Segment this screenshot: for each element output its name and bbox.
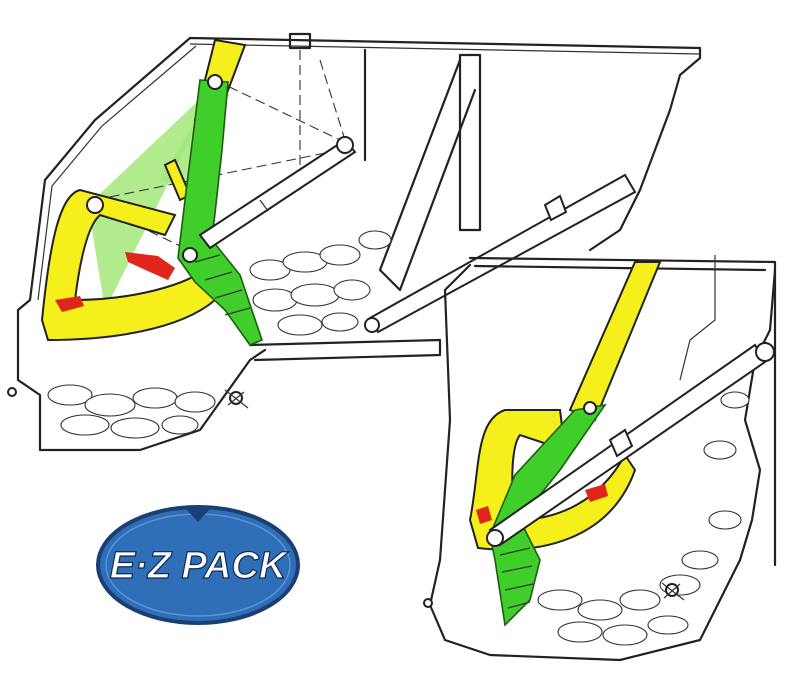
hinge-knob bbox=[7, 387, 17, 397]
logo-emblem bbox=[186, 509, 210, 522]
tailgate-latch bbox=[224, 389, 249, 409]
red-linkage-part bbox=[125, 252, 175, 280]
pivot-pin bbox=[207, 74, 223, 90]
hopper-body-outline bbox=[16, 36, 702, 452]
sweep-path-highlight bbox=[88, 85, 230, 310]
ez-pack-logo: E·Z PACK bbox=[96, 505, 300, 625]
right-wall-profile bbox=[738, 268, 777, 562]
right-bulkhead bbox=[679, 255, 716, 381]
bulkhead-diagonal bbox=[378, 58, 477, 292]
tailgate-latch bbox=[661, 582, 685, 601]
pivot-pin bbox=[182, 247, 198, 263]
red-linkage-part bbox=[476, 506, 492, 524]
red-linkage-part bbox=[585, 484, 608, 502]
pivot-pin bbox=[86, 196, 104, 214]
hopper-body-inner bbox=[37, 45, 197, 301]
right-body-wall bbox=[588, 56, 702, 252]
upper-rail bbox=[189, 43, 701, 55]
left-ram-lower bbox=[368, 173, 637, 334]
pivot-pin bbox=[486, 529, 504, 547]
blade-ribs bbox=[499, 547, 534, 609]
refuse-pile-right bbox=[537, 391, 750, 646]
logo-text: E·Z PACK bbox=[110, 545, 289, 587]
pivot-pin bbox=[755, 342, 775, 362]
motion-line-1 bbox=[214, 79, 341, 141]
green-packer-blade bbox=[177, 79, 263, 346]
refuse-pile-left bbox=[47, 230, 392, 439]
pivot-pin bbox=[583, 401, 597, 415]
hopper-top-frame bbox=[468, 256, 777, 567]
logo-oval bbox=[96, 505, 300, 625]
bulkhead-left bbox=[363, 48, 482, 232]
red-linkage-part bbox=[55, 296, 84, 312]
hinge-knob bbox=[423, 598, 433, 608]
pivot-pin bbox=[336, 136, 354, 154]
top-bracket bbox=[288, 32, 312, 50]
left-ram-upper bbox=[198, 138, 357, 250]
right-hopper-view bbox=[423, 255, 777, 662]
motion-line-5 bbox=[319, 59, 346, 141]
pivot-pin bbox=[364, 317, 380, 333]
green-packer-blade bbox=[489, 403, 607, 627]
blade-ribs bbox=[194, 254, 251, 316]
hopper-body-outline bbox=[428, 263, 742, 662]
yellow-panel-strip bbox=[568, 261, 662, 422]
hopper-floor bbox=[248, 338, 442, 362]
left-hopper-view bbox=[7, 32, 702, 452]
